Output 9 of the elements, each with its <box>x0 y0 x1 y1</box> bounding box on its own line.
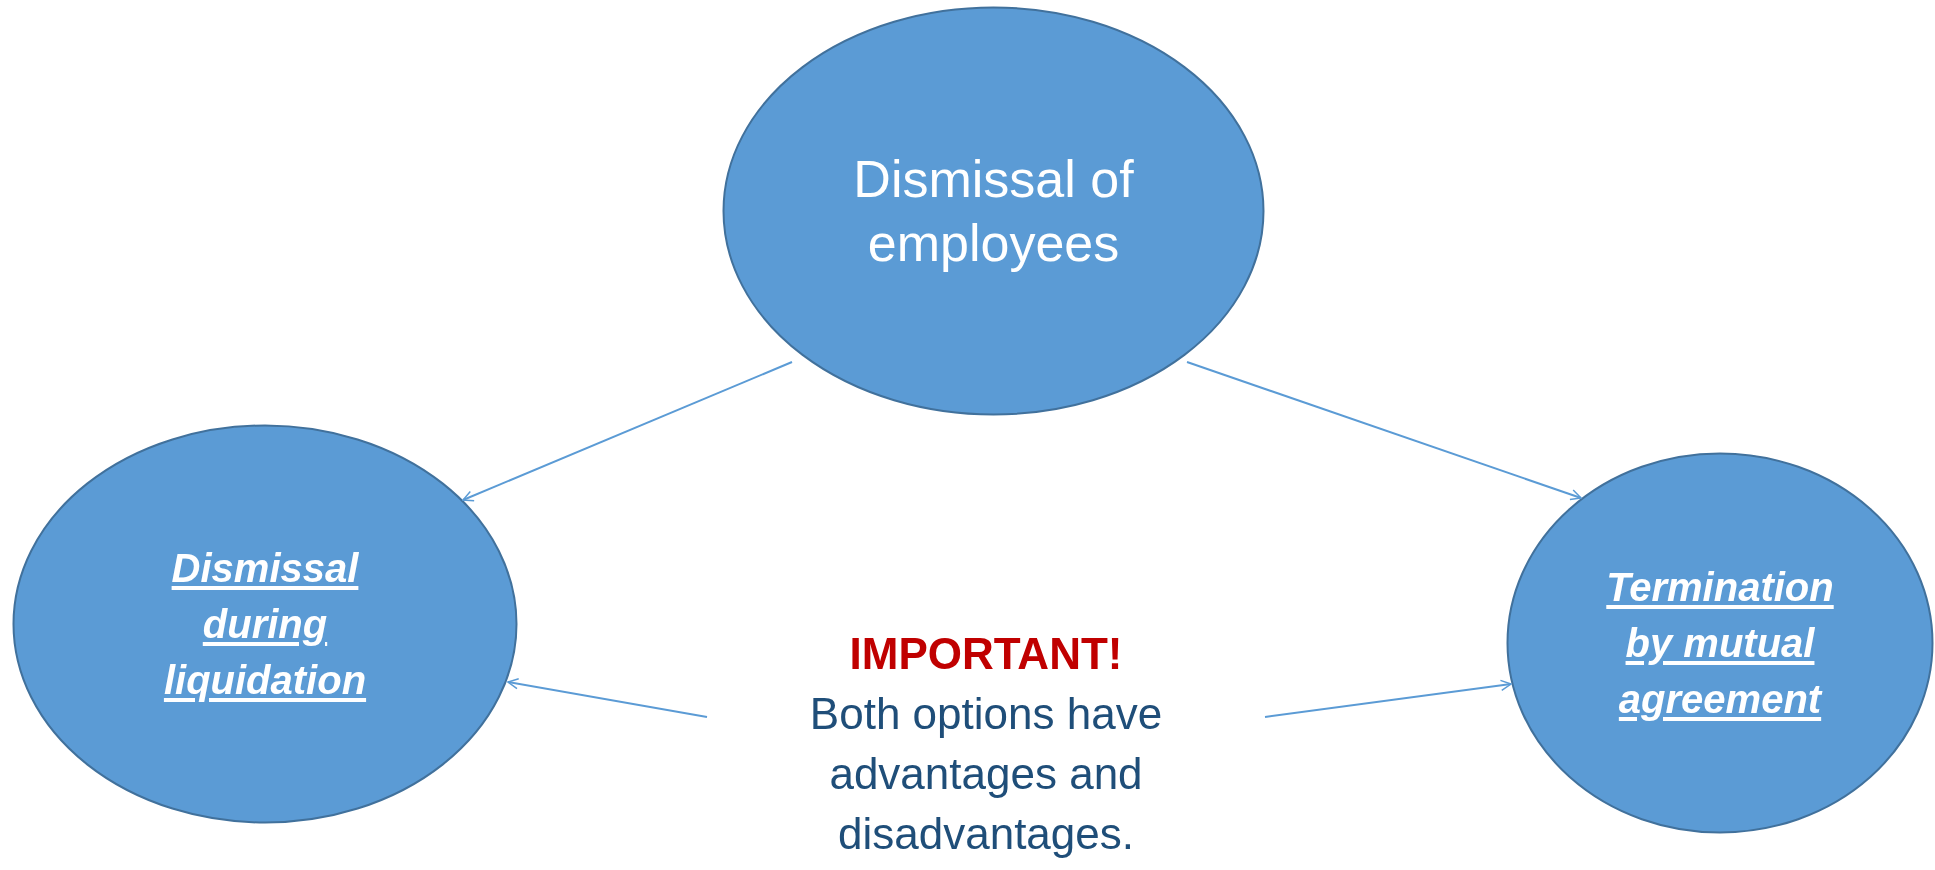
arrow <box>1264 679 1512 718</box>
arrow <box>507 678 708 718</box>
node-title: Dismissal of employees <box>852 149 1135 274</box>
node-title: Termination by mutual agreement <box>1605 564 1835 723</box>
note-text: Both options have advantages and disadvantages. <box>808 688 1164 860</box>
warning-heading: IMPORTANT! <box>849 628 1123 680</box>
arrow <box>462 361 793 502</box>
arrow <box>1186 361 1582 501</box>
node-title: Dismissal during liquidation <box>162 545 368 704</box>
